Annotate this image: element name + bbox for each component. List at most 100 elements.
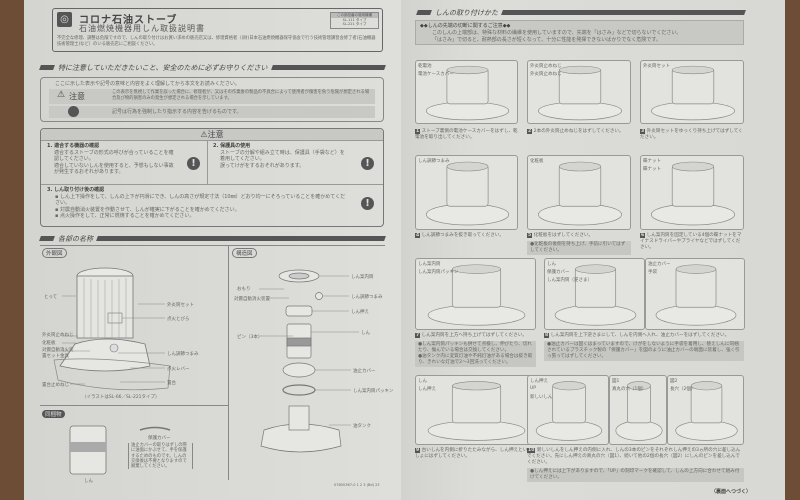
document-code: 0760V367-0 1 2 3 (Bd) 23 xyxy=(334,483,380,487)
part-label: 真丸の穴（1個） xyxy=(612,387,647,392)
note-text: ●化粧板の後側を持ち上げ、手前に引いてはずしてください。 xyxy=(530,242,626,253)
stove-part-drawing xyxy=(655,264,737,326)
part-label: しん案内筒 xyxy=(351,275,374,280)
section-title: 特に注意していただきたいこと、安全のために必ずお守りください xyxy=(58,63,268,72)
step-number: 2 xyxy=(527,129,533,134)
part-label: 蝶ナット xyxy=(643,167,661,172)
exclamation-icon: ! xyxy=(187,157,200,170)
step-text: しん案内筒を上下逆さまにして、しんを内側へ入れ、油止カバーをはずしてください。 xyxy=(550,333,730,338)
section-heading-safety: 特に注意していただきたいこと、安全のために必ずお守りください xyxy=(39,63,386,72)
caution-item-title: 3. しん取り付け後の確認 xyxy=(47,187,105,193)
wick-label: しん xyxy=(84,479,93,484)
caution-item-2: 2. 保護具の使用 ストーブの分解や組み立て時は、保護具（手袋など）を着用してく… xyxy=(213,143,348,169)
stove-part-drawing xyxy=(427,264,526,326)
corona-logo-icon: ◎ xyxy=(57,12,72,27)
section-heading-install: しんの取り付けかた xyxy=(416,9,746,17)
stove-part-drawing xyxy=(615,381,663,441)
part-label: しん調節つまみ xyxy=(418,159,450,164)
diagram-title: 構造図 xyxy=(232,248,257,258)
diagram-title: 外観図 xyxy=(42,248,67,258)
stove-illustration xyxy=(53,267,171,391)
step-caption: 6 しん案内筒を固定している4個の蝶ナットをマイナスドライバーやプライヤなどでは… xyxy=(640,233,744,251)
step-caption: 5 化粧板をはずしてください。 xyxy=(527,233,631,239)
warning-triangle-icon: ⚠ xyxy=(200,130,208,139)
step-illustration xyxy=(645,258,745,330)
mandatory-definition: 記号は行為を強制したり指示する内容を告げるものです。 xyxy=(112,109,242,115)
step-illustration xyxy=(415,258,536,330)
step-text: しん調節つまみを抜き取ってください。 xyxy=(421,233,504,238)
part-label: 図2 xyxy=(670,379,678,384)
mandatory-legend-row: 記号は行為を強制したり指示する内容を告げるものです。 xyxy=(49,106,375,118)
caution-bullet: ▪ しん上下操作をして、しんの上下が円滑にでき、しんの高さが規定寸法（10㎜）ど… xyxy=(55,193,346,207)
step-caption: 7 しん案内筒を上方へ持ち上げてはずしてください。 xyxy=(415,333,536,339)
part-label: 点火とびら xyxy=(167,317,190,322)
part-label: 油止カバー xyxy=(353,369,376,374)
note-text: ●しん案内筒パッキンも併せて点検し、伸びたり、切れたり、傷んでいる場合は交換して… xyxy=(418,342,532,353)
part-label: ピン（3本） xyxy=(237,335,263,340)
intro-text: 不完全な修理、調整は危険ですので、しんの取り付けはお買い求めの販売店又は、修理資… xyxy=(57,36,376,47)
step-illustration xyxy=(415,155,518,230)
step-illustration xyxy=(415,60,518,124)
step-number: 10 xyxy=(527,448,536,453)
caution-definition: この表示を無視して作業を誤った場合に、修理者が、又はその作業後の製品の不具合によ… xyxy=(112,90,370,101)
manual-title: 石油燃焼機器用しん取扱説明書 xyxy=(79,24,205,33)
part-label: 対震自動消火装置セット金具 xyxy=(42,348,74,359)
stove-part-drawing xyxy=(554,264,637,326)
section-title: 各部の名称 xyxy=(58,234,93,243)
part-label: しん案内筒パッキン xyxy=(418,270,459,275)
caution-label: 注意 xyxy=(69,92,85,101)
step-note: ●油止カバーは固くはまっていますので、けがをしないように手袋を着用し、替えしんに… xyxy=(544,341,744,361)
part-label: 外炎筒セット xyxy=(643,64,670,69)
stove-part-drawing xyxy=(651,161,735,226)
step-number: 7 xyxy=(415,333,421,338)
model: SL-111 タイプ xyxy=(342,17,367,22)
step-text: 新しいしんをしん押えの内側に入れ、しんの3本のピンをそれぞれしん押えの3ヵ所の穴… xyxy=(527,448,741,465)
step-text: しん案内筒を固定している4個の蝶ナットをマイナスドライバーやプライヤなどではずし… xyxy=(640,233,742,250)
caution-item-text: 誤ってけがをするおそれがあります。 xyxy=(220,162,305,169)
step-illustration xyxy=(609,375,667,445)
caution-item-title: 1. 適合する機器の確認 xyxy=(47,143,100,149)
part-label: しん調節つまみ xyxy=(167,352,199,357)
part-label: UP xyxy=(530,386,537,391)
exterior-diagram: 外観図 とって 外炎筒セット 点火とびら 外炎筒止めねじ 化粧板 対震自動消火装… xyxy=(40,248,228,403)
bullet-text: 点火操作をして、正常に燃焼することを確かめてください。 xyxy=(59,213,195,219)
warning-triangle-icon: ⚠ xyxy=(57,90,66,100)
stove-part-drawing xyxy=(425,161,510,226)
part-label: 乾電池 xyxy=(418,64,432,69)
caution-item-text: ストーブの分解や組み立て時は、保護具（手袋など）を着用してください。 xyxy=(220,149,345,163)
model-label: この部品番の適用機種 xyxy=(331,13,378,18)
stove-part-drawing xyxy=(675,381,738,441)
caution-header: ⚠注意 xyxy=(41,129,383,140)
step-text: 化粧板をはずしてください。 xyxy=(533,233,594,238)
stove-part-drawing xyxy=(427,381,526,441)
step-number: 1 xyxy=(415,129,421,134)
step-illustration xyxy=(544,258,645,330)
structure-diagram: 構造図 しん案内筒 おもり しん調節つまみ 対震自動消火装置 しん押え ピン（3… xyxy=(229,248,393,488)
step-number: 5 xyxy=(527,233,533,238)
note-text: ●しん押えには上下がありますので、「UP」の刻印マークを確認して、しんの上方向に… xyxy=(530,469,740,480)
caution-item-text: 適合していないしんを使用すると、予想もしない事故が発生するおそれがあります。 xyxy=(54,162,174,176)
stove-part-drawing xyxy=(651,65,735,121)
part-label: 保護カバー xyxy=(547,270,570,275)
step-illustration xyxy=(527,60,631,124)
part-label: 蝶ナット xyxy=(643,159,661,164)
step-number: 6 xyxy=(640,233,646,238)
step-caption-group: 1 ストーブ裏側の電池ケースカバーをはずし、乾電池を取り出してください。 xyxy=(415,129,518,141)
part-label: 油タンク xyxy=(353,424,371,429)
step-caption: 8 しん案内筒を上下逆さまにして、しんを内側へ入れ、油止カバーをはずしてください… xyxy=(544,333,744,339)
notice-box: ここに示した表示や記号の意味と内容をよく理解してから本文をお読みください。 ⚠ … xyxy=(40,77,384,122)
step-illustration xyxy=(667,375,744,445)
part-label: しん案内筒パッキン xyxy=(353,389,394,394)
step-caption-group: 7 しん案内筒を上方へ持ち上げてはずしてください。 ●しん案内筒パッキンも併せて点… xyxy=(415,333,536,367)
left-page: ◎ コロナ石油ストーブ 石油燃焼機器用しん取扱説明書 この部品番の適用機種 SL… xyxy=(24,0,401,500)
step-caption: 9 古いしんを内側に折りたたみながら、しん押えといっしょにはずしてください。 xyxy=(415,448,536,460)
exclamation-icon: ! xyxy=(361,157,374,170)
caution-box: ⚠注意 1. 適合する機器の確認 適合するストーブの形式の呼びが合っていることを… xyxy=(40,128,384,227)
notice-title: ◆◆しんの先端の切断に関するご注意◆◆ xyxy=(420,23,511,29)
exclamation-icon: ! xyxy=(361,197,374,210)
continued-on-back: （裏面へつづく） xyxy=(711,489,752,495)
step-number: 4 xyxy=(415,233,421,238)
step-caption-group: 10 新しいしんをしん押えの内側に入れ、しんの3本のピンをそれぞれしん押えの3ヵ… xyxy=(527,448,744,482)
part-label: 置台 xyxy=(167,381,176,386)
model-box: この部品番の適用機種 SL-111 タイプ SL-221 タイプ xyxy=(330,12,379,29)
